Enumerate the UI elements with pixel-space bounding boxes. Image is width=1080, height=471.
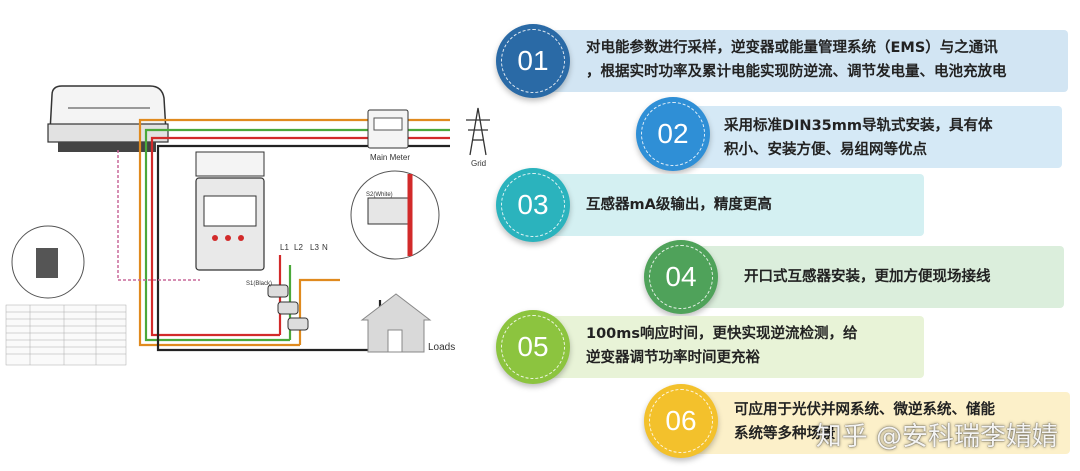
watermark: 知乎 @安科瑞李婧婧 xyxy=(815,422,1058,452)
feature-1-number: 01 xyxy=(517,45,549,76)
main-meter-label: Main Meter xyxy=(370,153,410,162)
feature-4-band xyxy=(674,246,1064,308)
house-icon xyxy=(360,293,432,353)
feature-5-line-1: 100ms响应时间，更快实现逆流检测，给 xyxy=(586,326,858,342)
feature-2-line-2: 积小、安装方便、易组网等优点 xyxy=(724,142,927,158)
feature-5-badge: 05 xyxy=(496,310,570,384)
feature-6-line-1: 可应用于光伏并网系统、微逆系统、储能 xyxy=(734,402,995,418)
feature-2-line-1: 采用标准DIN35mm导轨式安装，具有体 xyxy=(724,118,993,134)
feature-4-number: 04 xyxy=(665,261,697,292)
feature-6-number: 06 xyxy=(665,405,697,436)
feature-5-line-2: 逆变器调节功率时间更充裕 xyxy=(586,350,760,366)
feature-1-badge: 01 xyxy=(496,24,570,98)
line-n-label: N xyxy=(322,243,328,252)
line-l3-label: L3 xyxy=(310,243,319,252)
loads-label: Loads xyxy=(428,342,455,353)
feature-2-number: 02 xyxy=(657,118,689,149)
feature-6-text: 可应用于光伏并网系统、微逆系统、储能 系统等多种场景 xyxy=(734,398,995,446)
line-l1-label: L1 xyxy=(280,243,289,252)
feature-4-line-1: 开口式互感器安装，更加方便现场接线 xyxy=(744,269,991,285)
feature-5-text: 100ms响应时间，更快实现逆流检测，给 逆变器调节功率时间更充裕 xyxy=(586,322,858,370)
rj45-connector-icon xyxy=(11,225,85,299)
grid-tower-icon xyxy=(466,107,490,156)
pin-table xyxy=(5,304,127,366)
line-l2-label: L2 xyxy=(294,243,303,252)
feature-4-badge: 04 xyxy=(644,240,718,314)
feature-1-line-1: 对电能参数进行采样，逆变器或能量管理系统（EMS）与之通讯 xyxy=(586,40,998,56)
grid-label: Grid xyxy=(471,159,486,168)
ct-label-2: S1(Black) xyxy=(246,281,272,287)
feature-6-line-2: 系统等多种场景 xyxy=(734,426,836,442)
feature-3-line-1: 互感器mA级输出，精度更高 xyxy=(586,197,772,213)
wiring-diagram: Main Meter Grid L1 L2 L3 N S2(White) S1(… xyxy=(5,85,490,366)
feature-1-line-2: ，根据实时功率及累计电能实现防逆流、调节发电量、电池充放电 xyxy=(586,64,1007,80)
feature-3-number: 03 xyxy=(517,189,549,220)
feature-6-badge: 06 xyxy=(644,384,718,458)
feature-3-text: 互感器mA级输出，精度更高 xyxy=(586,193,772,217)
feature-1-text: 对电能参数进行采样，逆变器或能量管理系统（EMS）与之通讯 ，根据实时功率及累计… xyxy=(586,36,1007,84)
feature-4-text: 开口式互感器安装，更加方便现场接线 xyxy=(744,265,991,289)
energy-meter-icon xyxy=(195,151,265,271)
feature-5-number: 05 xyxy=(517,331,549,362)
inverter-icon xyxy=(47,85,169,152)
feature-5-band xyxy=(528,316,924,378)
feature-2-text: 采用标准DIN35mm导轨式安装，具有体 积小、安装方便、易组网等优点 xyxy=(724,114,992,162)
feature-6-band xyxy=(674,392,1070,454)
ct-detail-icon xyxy=(350,170,440,260)
feature-1-band xyxy=(528,30,1068,92)
ct-label-1: S2(White) xyxy=(366,192,393,198)
current-transformer-icon xyxy=(267,284,309,331)
feature-2-badge: 02 xyxy=(636,97,710,171)
feature-2-band xyxy=(668,106,1062,168)
feature-3-badge: 03 xyxy=(496,168,570,242)
feature-3-band xyxy=(528,174,924,236)
main-meter-icon xyxy=(367,109,409,149)
